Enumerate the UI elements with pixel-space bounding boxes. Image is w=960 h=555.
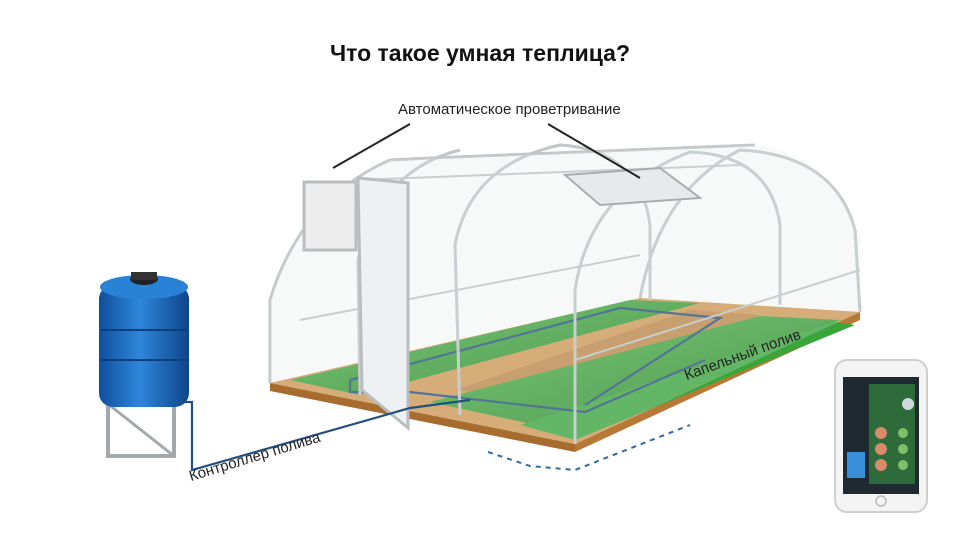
page-title: Что такое умная теплица?: [329, 40, 630, 66]
water-tank-icon: [99, 272, 189, 458]
greenhouse-door: [302, 176, 410, 432]
ventilation-label: Автоматическое проветривание: [398, 101, 621, 118]
ventilation-leaders: [332, 123, 641, 179]
dashed-pipe: [487, 424, 691, 472]
greenhouse-glazing: [270, 145, 860, 444]
smartphone-app-icon: [834, 359, 928, 513]
controller-line: [178, 398, 471, 472]
drip-pipe: [348, 306, 724, 414]
